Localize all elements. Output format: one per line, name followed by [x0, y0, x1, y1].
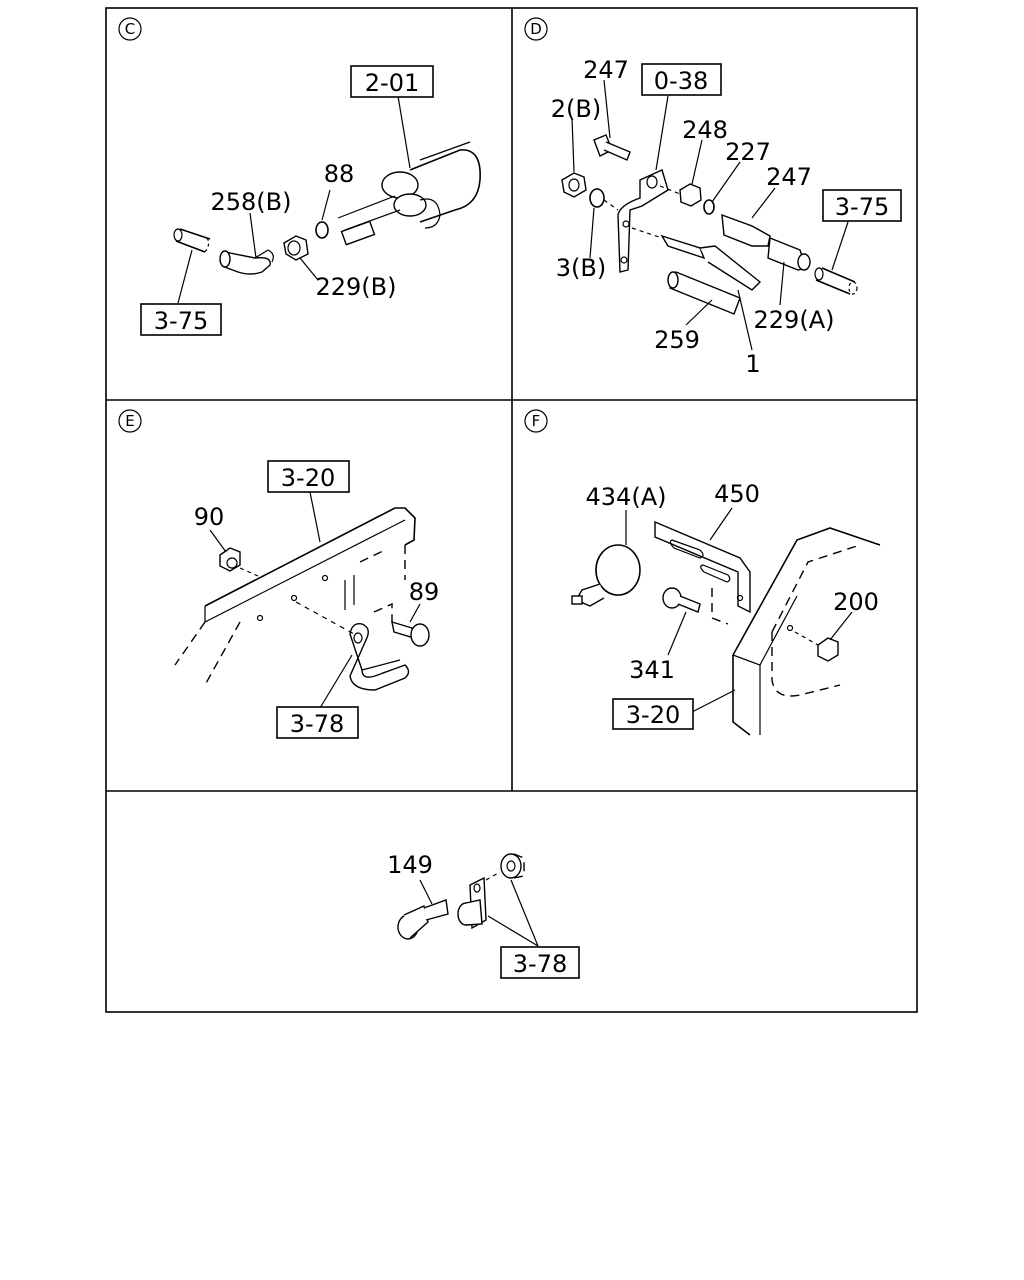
- label-229b: 229(B): [316, 273, 397, 301]
- svg-text:3-78: 3-78: [513, 950, 567, 978]
- ref-box-0-38: 0-38: [641, 63, 722, 96]
- section-e-marker: E: [118, 409, 142, 433]
- label-259: 259: [654, 326, 700, 354]
- label-247-upper: 247: [583, 56, 629, 84]
- frame-grid: [105, 7, 918, 1013]
- svg-text:3-20: 3-20: [626, 701, 680, 729]
- section-e: E: [118, 409, 440, 739]
- label-88: 88: [324, 160, 355, 188]
- svg-text:3-78: 3-78: [290, 710, 344, 738]
- nut-90: [219, 547, 259, 577]
- frame-rail-drawing: [174, 507, 416, 686]
- label-341: 341: [629, 656, 675, 684]
- clip-3-78-e: [295, 601, 410, 691]
- svg-text:3-75: 3-75: [154, 307, 208, 335]
- union-247-lower: [721, 213, 771, 247]
- washer-227: [703, 199, 715, 215]
- section-c: C: [118, 17, 481, 336]
- ref-box-3-20-f: 3-20: [612, 698, 694, 730]
- bolt-89: [373, 602, 430, 647]
- svg-text:3-75: 3-75: [835, 193, 889, 221]
- svg-text:3-20: 3-20: [281, 464, 335, 492]
- label-227: 227: [725, 138, 771, 166]
- svg-text:2-01: 2-01: [365, 69, 419, 97]
- label-434a: 434(A): [586, 483, 667, 511]
- frame-member-drawing: [732, 527, 881, 736]
- label-247-lower: 247: [766, 163, 812, 191]
- section-g: 3-78 149: [387, 851, 580, 979]
- ref-box-3-75-d: 3-75: [822, 189, 902, 222]
- bracket-drawing: [617, 169, 669, 273]
- section-f-marker: F: [524, 409, 548, 433]
- ref-box-3-20-e: 3-20: [267, 460, 350, 493]
- bolt-247-upper: [593, 134, 631, 161]
- o-ring-88: [315, 221, 329, 239]
- hose-stub-d: [814, 267, 858, 295]
- svg-text:D: D: [530, 20, 542, 38]
- label-200: 200: [833, 588, 879, 616]
- motor-assembly-drawing: [337, 141, 481, 246]
- svg-text:0-38: 0-38: [654, 67, 708, 95]
- sleeve-259: [667, 271, 741, 315]
- svg-text:E: E: [125, 412, 134, 430]
- nut-229b: [283, 235, 309, 261]
- bolt-149: [397, 899, 449, 940]
- ref-box-3-78-e: 3-78: [276, 706, 359, 739]
- label-149: 149: [387, 851, 433, 879]
- section-c-marker: C: [118, 17, 142, 41]
- label-3b: 3(B): [556, 254, 606, 282]
- bracket-450: [654, 520, 751, 625]
- label-90: 90: [194, 503, 225, 531]
- washer-3b: [589, 188, 605, 208]
- section-f: F: [524, 409, 881, 736]
- label-1: 1: [745, 350, 760, 378]
- fitting-229a: [767, 237, 811, 271]
- label-89: 89: [409, 578, 440, 606]
- label-2b: 2(B): [551, 95, 601, 123]
- hose-stub-c: [173, 228, 211, 253]
- label-258b: 258(B): [211, 188, 292, 216]
- svg-text:C: C: [125, 20, 135, 38]
- nut-248: [679, 183, 702, 207]
- svg-text:F: F: [532, 412, 541, 430]
- label-450: 450: [714, 480, 760, 508]
- nut-200: [794, 631, 839, 662]
- label-248: 248: [682, 116, 728, 144]
- nut-2b: [561, 172, 587, 198]
- pipe-1: [660, 234, 762, 291]
- elbow-fitting-258b: [219, 249, 274, 275]
- label-229a: 229(A): [754, 306, 835, 334]
- clip-3-78-g: [457, 853, 525, 930]
- bolt-341: [662, 587, 701, 613]
- ref-box-3-75-c: 3-75: [140, 303, 222, 336]
- section-d: D: [524, 17, 902, 378]
- section-d-marker: D: [524, 17, 548, 41]
- clamp-434a: [571, 544, 641, 607]
- ref-box-3-78-g: 3-78: [500, 946, 580, 979]
- ref-box-2-01: 2-01: [350, 65, 434, 98]
